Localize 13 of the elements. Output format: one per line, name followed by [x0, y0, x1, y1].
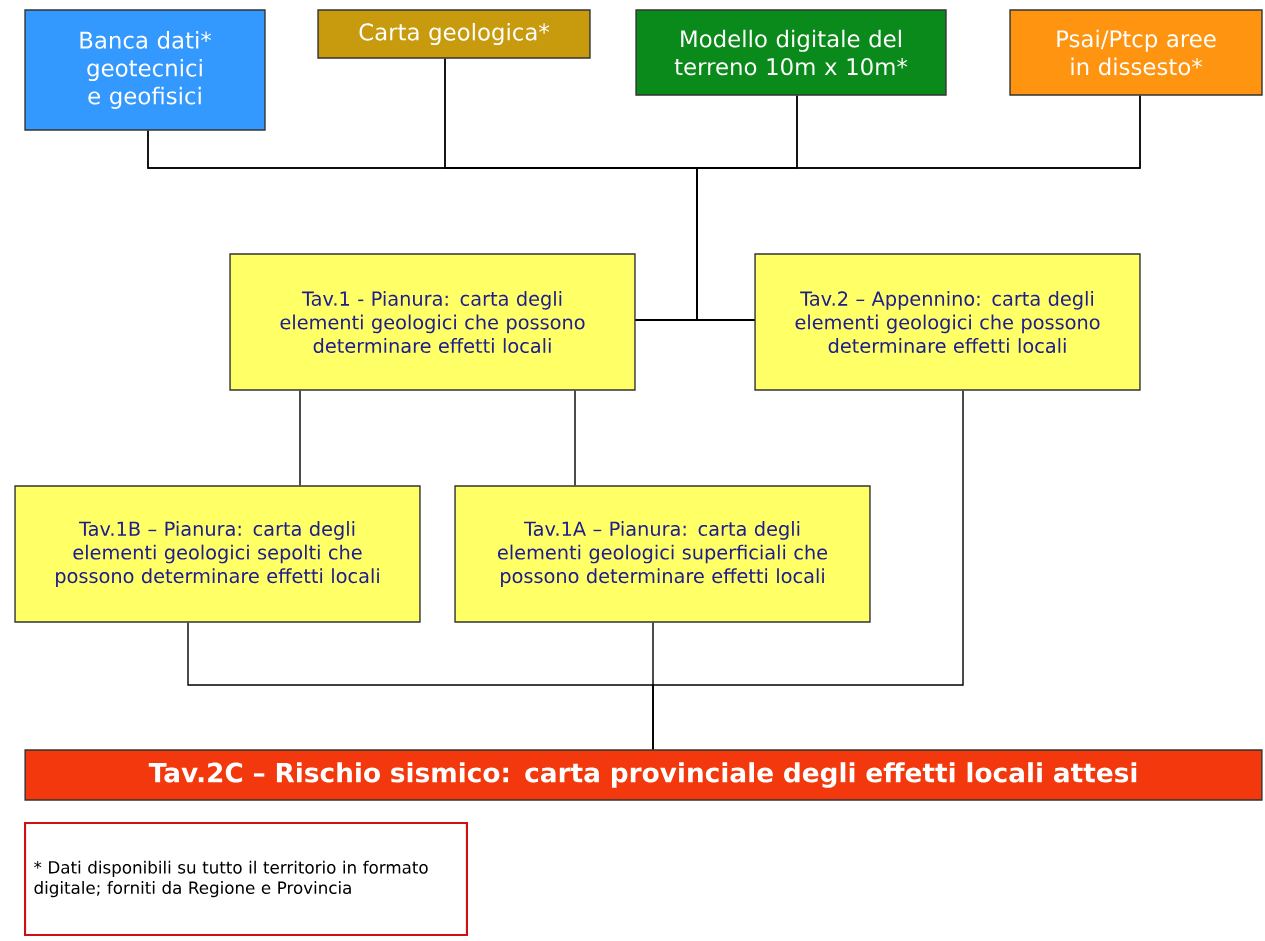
map-box: Tav.1A – Pianura: carta degli elementi geologici superficiali che possono determinare effetti locali [454, 485, 871, 623]
source-box: Carta geologica* [317, 9, 591, 59]
result-bar: Tav.2C – Rischio sismico: carta provinciale degli effetti locali attesi [24, 749, 1263, 801]
connector-line [652, 390, 964, 750]
source-box: Psai/Ptcp aree in dissesto* [1009, 9, 1263, 96]
map-box: Tav.2 – Appennino: carta degli elementi geologici che possono determinare effetti locali [754, 253, 1141, 391]
map-box: Tav.1 - Pianura: carta degli elementi geologici che possono determinare effetti locali [229, 253, 636, 391]
connector-line [299, 390, 301, 487]
footnote-box: * Dati disponibili su tutto il territorio in formato digitale; forniti da Regione e Provincia [24, 821, 468, 937]
connector-line [574, 390, 576, 487]
map-box: Tav.1B – Pianura: carta degli elementi geologici sepolti che possono determinare effetti locali [14, 485, 421, 623]
source-box: Modello digitale del terreno 10m x 10m* [635, 9, 947, 96]
source-box: Banca dati* geotecnici e geofisici [24, 9, 266, 131]
